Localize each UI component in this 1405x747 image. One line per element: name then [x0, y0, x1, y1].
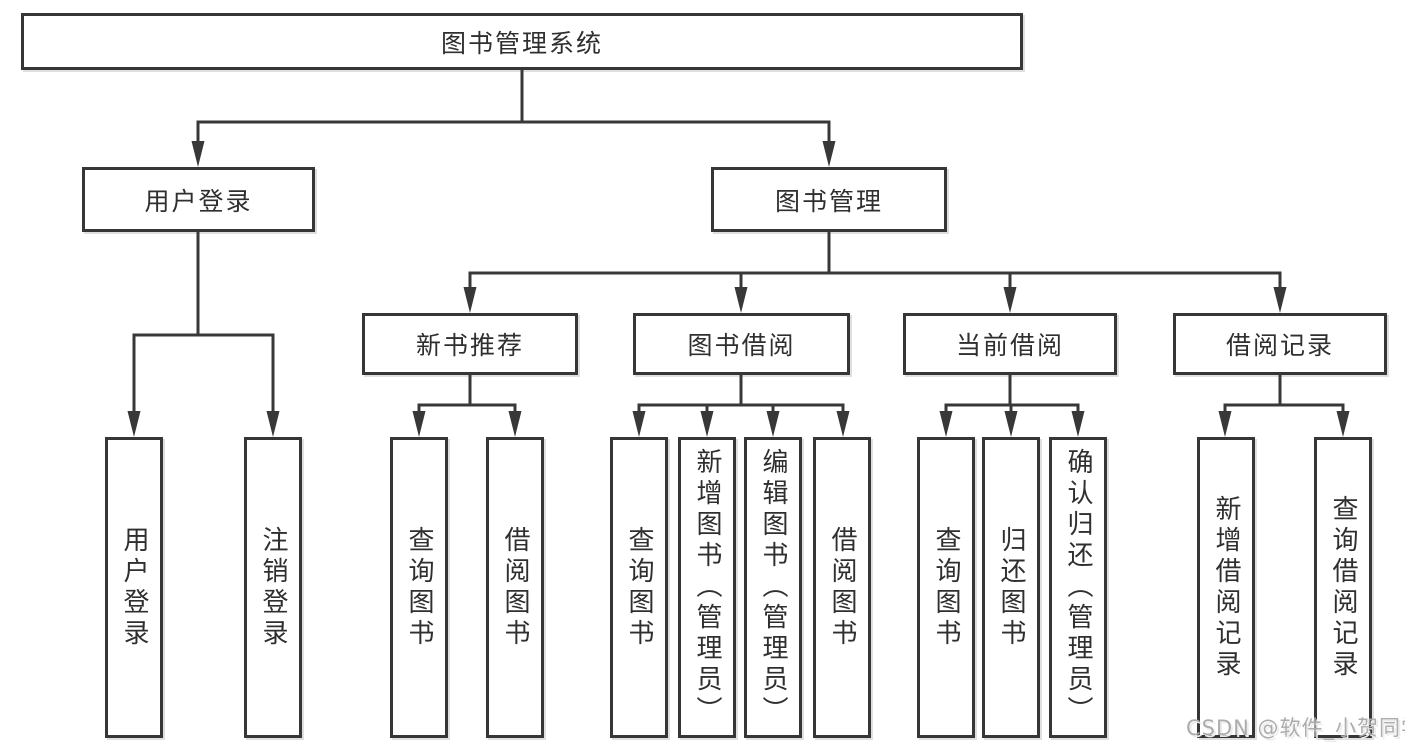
- node-label: 新增图书（管理员）: [692, 448, 722, 727]
- edge-book-borrowing-to-leaves: [637, 373, 845, 416]
- arrowhead-icon: [1071, 411, 1085, 437]
- arrowhead-icon: [1273, 287, 1287, 313]
- arrowhead-icon: [463, 287, 477, 313]
- node-label: 借阅图书: [827, 525, 857, 650]
- arrowhead-icon: [939, 411, 953, 437]
- node-current-borrowing: 当前借阅: [903, 313, 1117, 375]
- csdn-watermark: CSDN @软件_小贺同学: [1186, 716, 1405, 740]
- leaf-query-borrow-record: 查询借阅记录: [1314, 437, 1372, 738]
- leaf-borrow-books-borrowing: 借阅图书: [813, 437, 871, 738]
- node-label: 归还图书: [996, 525, 1026, 650]
- node-label: 借阅记录: [1225, 331, 1334, 360]
- arrowhead-icon: [1218, 411, 1232, 437]
- node-label: 借阅图书: [500, 525, 530, 650]
- arrowhead-icon: [734, 287, 748, 313]
- leaf-return-books: 归还图书: [982, 437, 1040, 738]
- node-borrowing-records: 借阅记录: [1173, 313, 1387, 375]
- arrowhead-icon: [822, 141, 836, 167]
- node-label: 注销登录: [258, 525, 288, 650]
- node-label: 新书推荐: [415, 331, 524, 360]
- node-label: 用户登录: [144, 186, 253, 216]
- edge-root-to-level2: [196, 68, 831, 146]
- leaf-logout: 注销登录: [244, 437, 302, 738]
- node-new-book-recommendation: 新书推荐: [362, 313, 578, 375]
- arrowhead-icon: [632, 411, 646, 437]
- arrowhead-icon: [836, 411, 850, 437]
- node-label: 当前借阅: [955, 331, 1064, 360]
- arrowhead-icon: [191, 141, 205, 167]
- edge-new-book-recommendation-to-leaves: [417, 373, 517, 416]
- leaf-add-borrow-record: 新增借阅记录: [1197, 437, 1255, 738]
- leaf-query-books-recommend: 查询图书: [390, 437, 448, 738]
- leaf-edit-book-admin: 编辑图书（管理员）: [744, 437, 802, 738]
- arrowhead-icon: [1336, 411, 1350, 437]
- edge-borrowing-records-to-leaves: [1223, 373, 1345, 416]
- arrowhead-icon: [127, 411, 141, 437]
- node-label: 用户登录: [119, 525, 149, 650]
- arrowhead-icon: [412, 411, 426, 437]
- node-label: 查询借阅记录: [1328, 494, 1358, 681]
- node-label: 编辑图书（管理员）: [758, 448, 788, 727]
- leaf-query-books-current: 查询图书: [917, 437, 975, 738]
- leaf-user-login: 用户登录: [105, 437, 163, 738]
- node-label: 图书管理系统: [440, 28, 603, 58]
- node-library-management-system: 图书管理系统: [21, 13, 1023, 70]
- node-label: 新增借阅记录: [1211, 494, 1241, 681]
- node-book-borrowing: 图书借阅: [633, 313, 850, 375]
- tree-edges: [132, 68, 1345, 416]
- node-label: 查询图书: [624, 525, 654, 650]
- arrowhead-icon: [700, 411, 714, 437]
- node-label: 图书管理: [774, 186, 883, 216]
- node-book-management: 图书管理: [711, 167, 947, 232]
- node-label: 图书借阅: [687, 331, 796, 360]
- edge-current-borrowing-to-leaves: [944, 373, 1080, 416]
- leaf-query-books-borrowing: 查询图书: [610, 437, 668, 738]
- node-label: 查询图书: [404, 525, 434, 650]
- edge-book-management-to-level3: [468, 230, 1282, 292]
- leaf-add-book-admin: 新增图书（管理员）: [678, 437, 736, 738]
- leaf-borrow-books-recommend: 借阅图书: [486, 437, 544, 738]
- node-label: 查询图书: [931, 525, 961, 650]
- arrowhead-icon: [1003, 287, 1017, 313]
- arrowhead-icon: [1004, 411, 1018, 437]
- arrowhead-icon: [766, 411, 780, 437]
- node-label: 确认归还（管理员）: [1063, 448, 1093, 727]
- arrowheads: [127, 141, 1350, 437]
- arrowhead-icon: [266, 411, 280, 437]
- edge-user-login-to-leaves: [132, 230, 275, 416]
- node-user-login: 用户登录: [82, 167, 315, 232]
- arrowhead-icon: [508, 411, 522, 437]
- leaf-confirm-return-admin: 确认归还（管理员）: [1049, 437, 1107, 738]
